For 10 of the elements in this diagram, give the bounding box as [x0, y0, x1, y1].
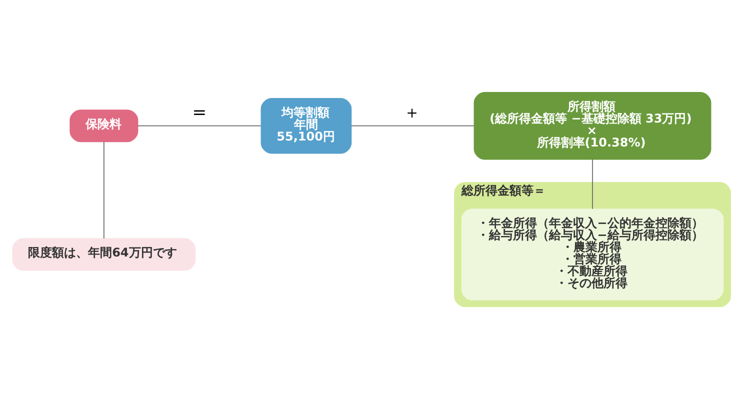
edge-label: =: [192, 102, 207, 123]
node-box: 限度額は、年間64万円です: [12, 238, 196, 270]
connector: [137, 124, 262, 126]
node-box: 保険料: [70, 109, 138, 142]
edge-label: ＋: [404, 102, 421, 123]
node-box: ・年金所得（年金収入−公的年金控除額） ・給与所得（給与収入−給与所得控除額） ・農業所得 ・営業所得 ・不動産所得 ・その他所得: [461, 208, 724, 300]
connector: [350, 124, 474, 126]
connector: [592, 158, 593, 209]
node-box: 所得割額 (総所得金額等 −基礎控除額 33万円) × 所得割率(10.38%): [474, 92, 712, 160]
node-box: 均等割額 年間 55,100円: [260, 98, 352, 154]
